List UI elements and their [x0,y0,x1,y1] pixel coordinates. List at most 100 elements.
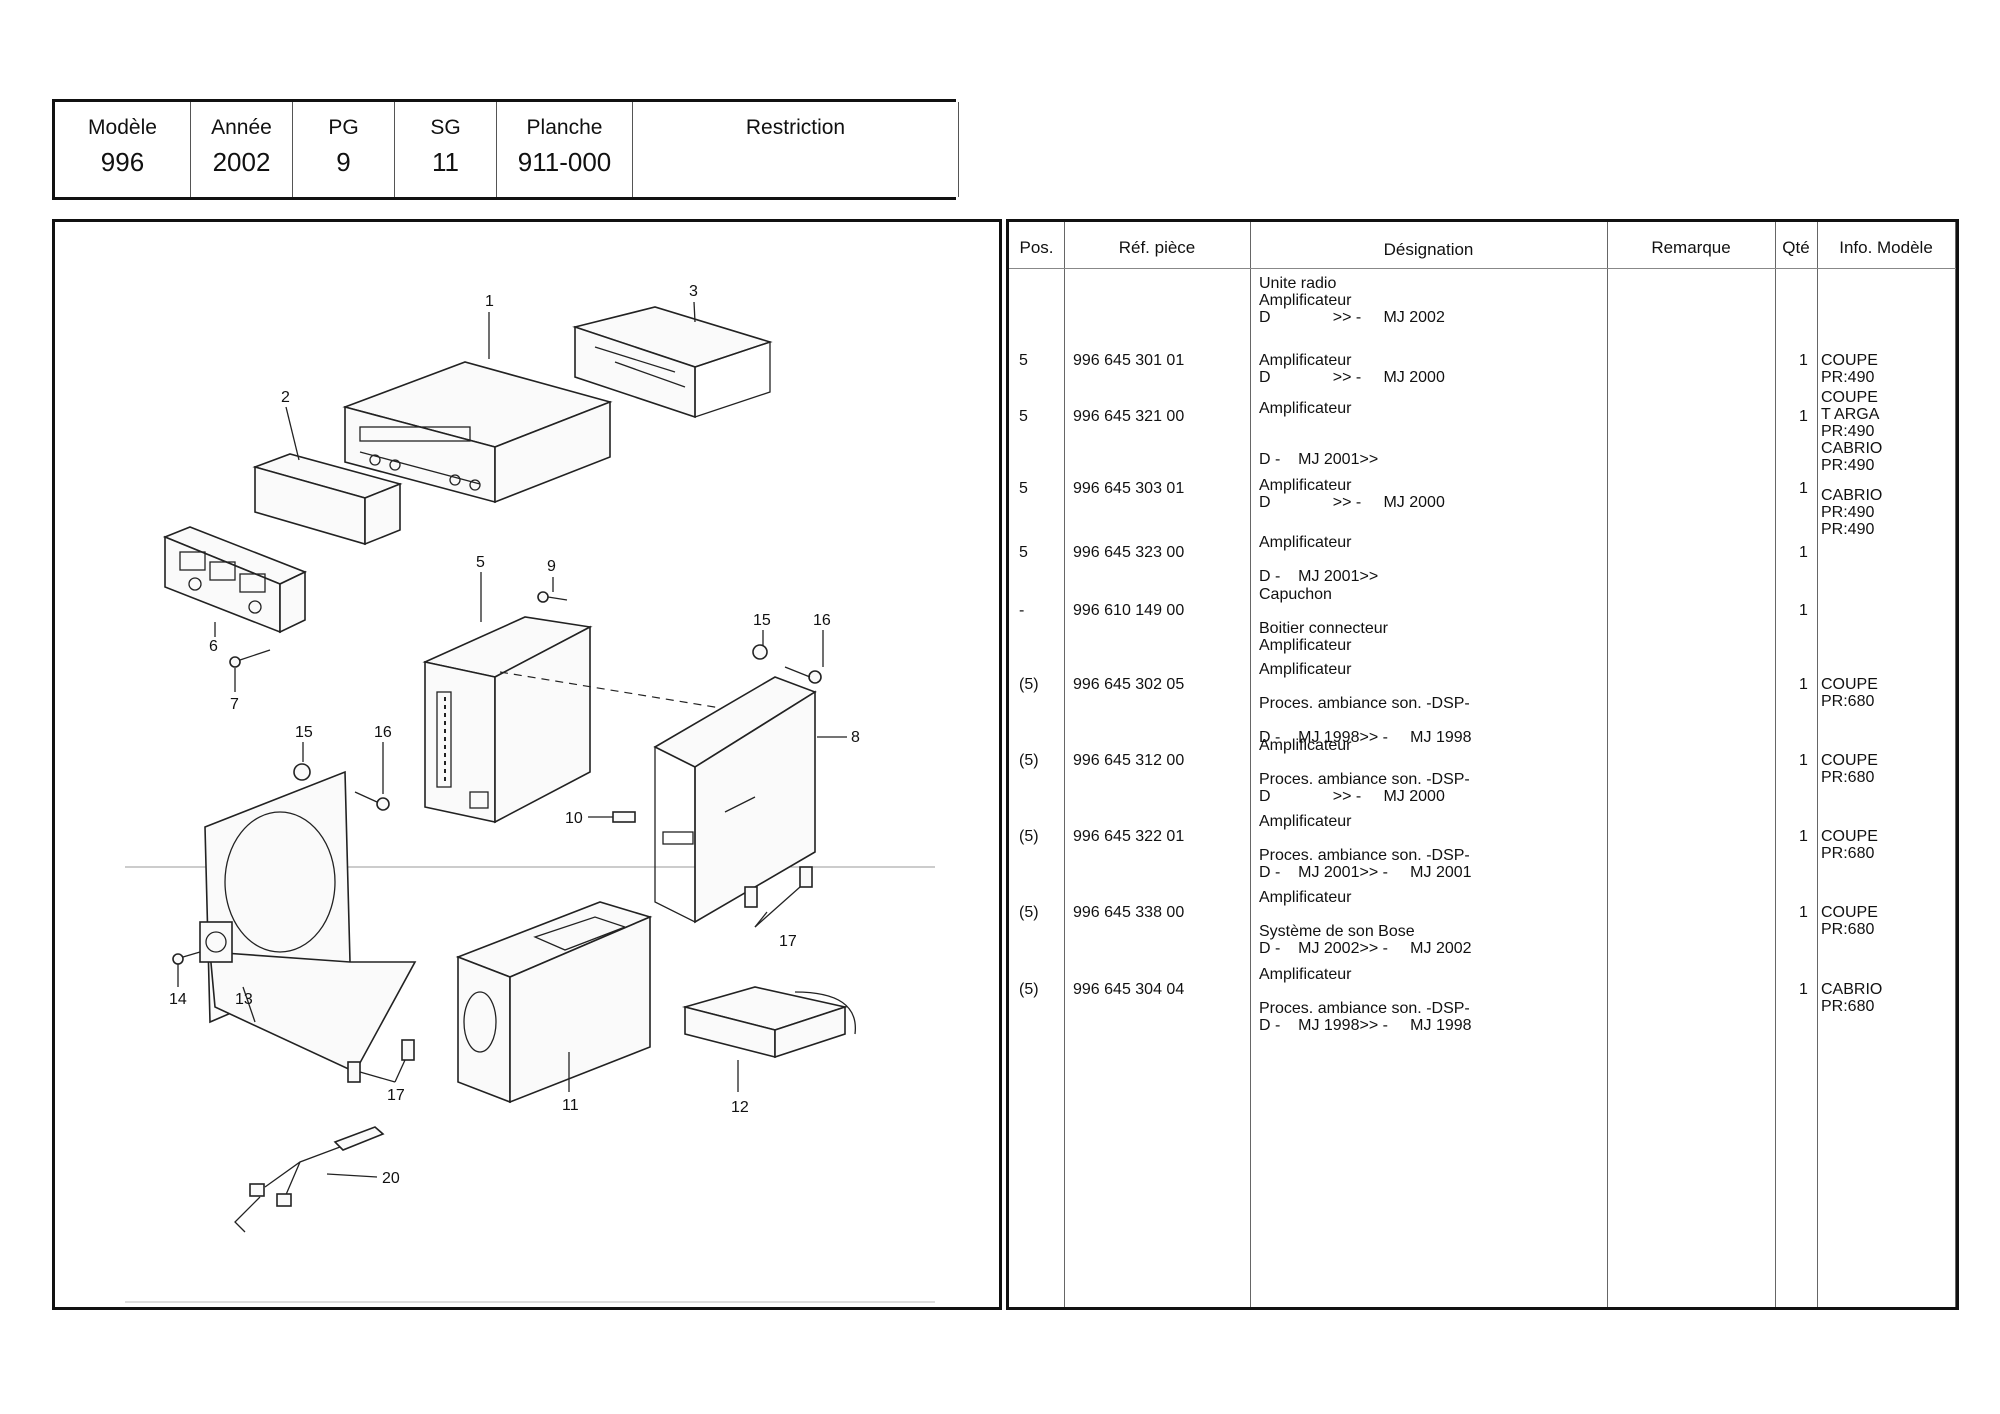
designation-line: Amplificateur [1259,889,1352,906]
spacer-part-15-upper [752,644,768,660]
callout-16-upper: 16 [813,612,831,629]
amplifier-part-5 [422,616,593,824]
pg-value: 9 [336,147,351,177]
callout-13: 13 [235,991,253,1008]
ref-cell: 996 645 303 01 [1073,480,1185,497]
designation-line: D >> - MJ 2000 [1259,788,1445,805]
ref-cell: 996 645 304 04 [1073,981,1185,998]
clip-part-17-lower-b [401,1039,415,1061]
callout-15-upper: 15 [753,612,771,629]
parts-list-table: Pos. Réf. pièce Désignation Remarque Qté… [1006,219,1959,1310]
designation-line: D >> - MJ 2000 [1259,369,1445,386]
qte-cell: 1 [1799,480,1808,497]
info-line: PR:680 [1821,845,1875,862]
designation-line: D - MJ 2001>> [1259,568,1379,585]
ref-cell: 996 610 149 00 [1073,602,1185,619]
info-line: COUPE [1821,904,1878,921]
callout-17-upper: 17 [779,933,797,950]
designation-line: Amplificateur [1259,966,1352,983]
designation-line: D >> - MJ 2002 [1259,309,1445,326]
qte-cell: 1 [1799,752,1808,769]
designation-line: Amplificateur [1259,534,1352,551]
info-line: CABRIO [1821,487,1883,504]
pg-label: PG [328,116,359,139]
info-line: CABRIO [1821,440,1883,457]
pos-cell: 5 [1019,480,1028,497]
table-header-separator [1009,268,1956,269]
designation-line: D - MJ 2002>> - MJ 2002 [1259,940,1472,957]
info-line: COUPE [1821,389,1878,406]
qte-cell: 1 [1799,904,1808,921]
annee-value: 2002 [212,147,271,177]
callout-17-lower: 17 [387,1087,405,1104]
pos-cell: (5) [1019,828,1039,845]
designation-line: Proces. ambiance son. -DSP- [1259,1000,1470,1017]
mounting-frame-part-3 [572,306,773,419]
column-divider [1064,222,1065,1307]
ref-cell: 996 645 338 00 [1073,904,1185,921]
qte-cell: 1 [1799,828,1808,845]
callout-9: 9 [547,558,556,575]
bracket-part-8 [653,676,817,924]
qte-cell: 1 [1799,676,1808,693]
modele-value: 996 [100,147,145,177]
column-divider [1817,222,1818,1307]
pos-cell: (5) [1019,752,1039,769]
info-line: T ARGA [1821,406,1880,423]
column-divider [1607,222,1608,1307]
pos-cell: 5 [1019,544,1028,561]
designation-line: D - MJ 2001>> - MJ 2001 [1259,864,1472,881]
cover-part-2 [252,453,403,546]
info-line: COUPE [1821,828,1878,845]
ref-cell: 996 645 302 05 [1073,676,1185,693]
designation-line: D - MJ 1998>> - MJ 1998 [1259,1017,1472,1034]
ref-cell: 996 645 321 00 [1073,408,1185,425]
exploded-parts-diagram: 1 2 3 5 9 15 16 6 7 15 16 8 10 17 14 13 … [125,283,935,1303]
callout-8: 8 [851,729,860,746]
pos-cell: - [1019,602,1025,619]
callout-5: 5 [476,554,485,571]
callout-11: 11 [562,1097,579,1114]
designation-line: Amplificateur [1259,737,1352,754]
ref-cell: 996 645 322 01 [1073,828,1185,845]
sg-value: 11 [432,147,459,177]
designation-line: Proces. ambiance son. -DSP- [1259,695,1470,712]
column-divider [1250,222,1251,1307]
info-line: PR:490 [1821,521,1875,538]
designation-line: Boitier connecteur [1259,620,1388,637]
header-restriction-cell: Restriction [633,102,959,197]
qte-cell: 1 [1799,602,1808,619]
qte-cell: 1 [1799,408,1808,425]
column-header-pos: Pos. [1019,238,1054,257]
info-line: CABRIO [1821,981,1883,998]
clip-part-17-upper-a [744,886,758,908]
column-header-remarque: Remarque [1651,238,1731,257]
designation-line: Amplificateur [1259,661,1352,678]
restriction-label: Restriction [745,116,846,139]
screw-part-16-lower [354,791,390,811]
info-line: PR:490 [1821,457,1875,474]
info-line: PR:490 [1821,504,1875,521]
callout-6: 6 [209,638,218,655]
header-pg-cell: PG 9 [293,102,395,197]
planche-value: 911-000 [517,147,612,177]
callout-16-lower: 16 [374,724,392,741]
cd-changer-part-12 [681,986,856,1059]
radio-unit-part-1 [342,361,613,504]
designation-line: Proces. ambiance son. -DSP- [1259,847,1470,864]
screw-part-14 [172,951,201,965]
callout-14: 14 [169,991,187,1008]
designation-line: Amplificateur [1259,637,1352,654]
designation-line: D - MJ 2001>> [1259,451,1379,468]
designation-line: Unite radio [1259,275,1337,292]
callout-2: 2 [281,389,290,406]
ref-cell: 996 645 301 01 [1073,352,1185,369]
planche-label: Planche [526,116,603,139]
header-planche-cell: Planche 911-000 [497,102,633,197]
sg-label: SG [430,116,461,139]
designation-line: D >> - MJ 2000 [1259,494,1445,511]
screw-part-16-upper [784,666,822,684]
clip-part-17-lower-a [347,1061,361,1083]
designation-line: Amplificateur [1259,477,1352,494]
header-modele-cell: Modèle 996 [55,102,191,197]
